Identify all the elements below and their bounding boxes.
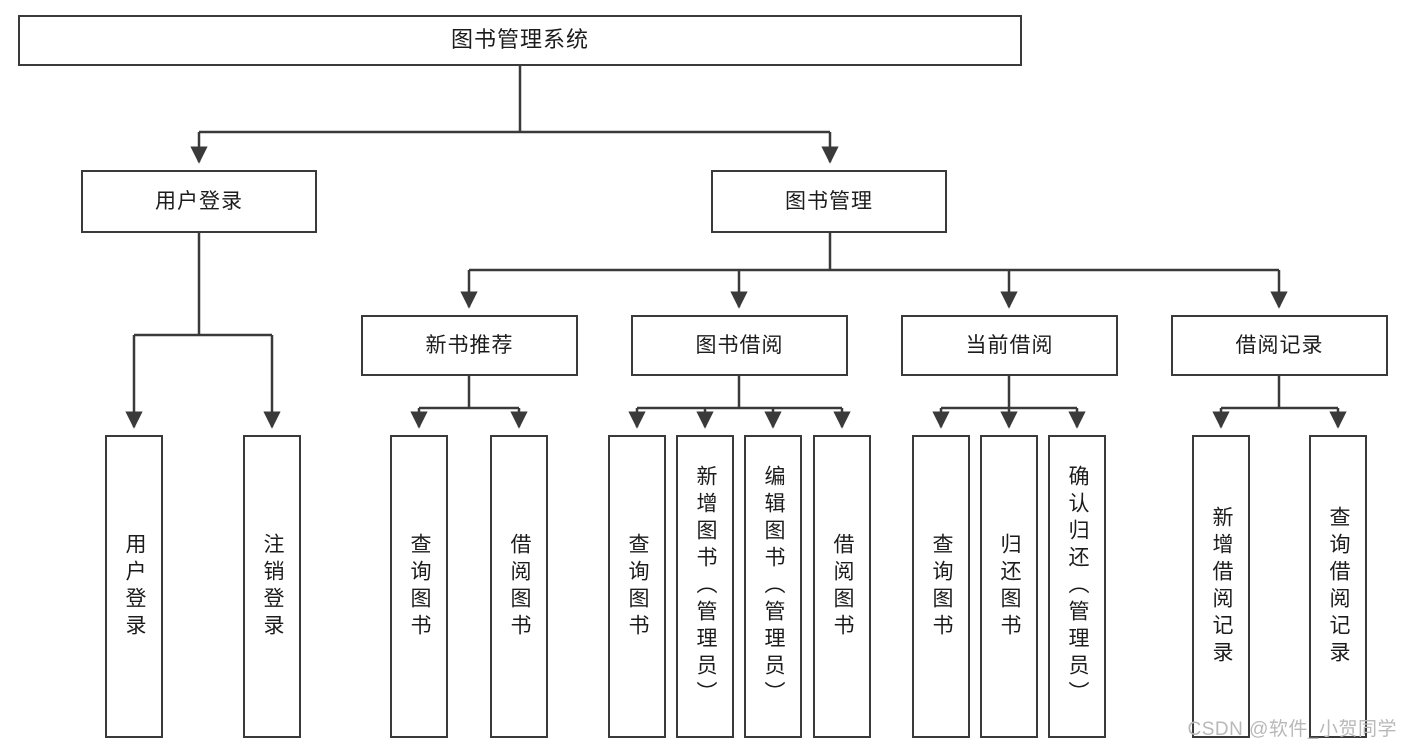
node-new-book-recommend-label: 新书推荐 (425, 333, 514, 357)
node-book-manage[interactable]: 图书管理 (711, 170, 947, 233)
node-root[interactable]: 图书管理系统 (18, 15, 1022, 66)
node-leaf-edit-book[interactable]: 编辑图书（管理员） (744, 435, 802, 738)
node-leaf-add-record[interactable]: 新增借阅记录 (1192, 435, 1250, 738)
node-leaf-add-book[interactable]: 新增图书（管理员） (676, 435, 734, 738)
node-leaf-logout-login-label: 注销登录 (261, 532, 285, 641)
node-user-login[interactable]: 用户登录 (81, 170, 317, 233)
node-book-borrow-label: 图书借阅 (695, 333, 784, 357)
node-leaf-query-book-2[interactable]: 查询图书 (608, 435, 666, 738)
node-leaf-query-book-1-label: 查询图书 (408, 532, 432, 641)
node-leaf-return-book[interactable]: 归还图书 (980, 435, 1038, 738)
node-leaf-query-record[interactable]: 查询借阅记录 (1309, 435, 1367, 738)
node-leaf-return-book-label: 归还图书 (998, 532, 1022, 641)
node-leaf-edit-book-label: 编辑图书（管理员） (762, 465, 786, 708)
node-root-label: 图书管理系统 (450, 27, 589, 53)
node-leaf-borrow-book-1-label: 借阅图书 (508, 532, 532, 641)
node-new-book-recommend[interactable]: 新书推荐 (361, 315, 578, 376)
node-leaf-logout-login[interactable]: 注销登录 (243, 435, 301, 738)
node-current-borrow-label: 当前借阅 (965, 333, 1054, 357)
node-leaf-user-login-label: 用户登录 (123, 532, 147, 641)
node-leaf-confirm-return-label: 确认归还（管理员） (1066, 465, 1090, 708)
node-current-borrow[interactable]: 当前借阅 (901, 315, 1118, 376)
node-book-manage-label: 图书管理 (785, 189, 873, 213)
node-leaf-add-record-label: 新增借阅记录 (1210, 505, 1234, 668)
csdn-watermark: CSDN @软件_小贺同学 (1187, 719, 1397, 740)
node-leaf-query-book-2-label: 查询图书 (626, 532, 650, 641)
node-leaf-query-book-3[interactable]: 查询图书 (912, 435, 970, 738)
node-leaf-query-book-3-label: 查询图书 (930, 532, 954, 641)
node-leaf-user-login[interactable]: 用户登录 (105, 435, 163, 738)
node-book-borrow[interactable]: 图书借阅 (631, 315, 848, 376)
node-leaf-query-record-label: 查询借阅记录 (1327, 505, 1351, 668)
node-user-login-label: 用户登录 (155, 189, 243, 213)
node-leaf-borrow-book-2[interactable]: 借阅图书 (813, 435, 871, 738)
node-leaf-confirm-return[interactable]: 确认归还（管理员） (1048, 435, 1106, 738)
node-leaf-borrow-book-2-label: 借阅图书 (831, 532, 855, 641)
node-leaf-add-book-label: 新增图书（管理员） (694, 465, 718, 708)
node-leaf-query-book-1[interactable]: 查询图书 (390, 435, 448, 738)
node-borrow-record[interactable]: 借阅记录 (1171, 315, 1388, 376)
node-borrow-record-label: 借阅记录 (1235, 333, 1324, 357)
node-leaf-borrow-book-1[interactable]: 借阅图书 (490, 435, 548, 738)
